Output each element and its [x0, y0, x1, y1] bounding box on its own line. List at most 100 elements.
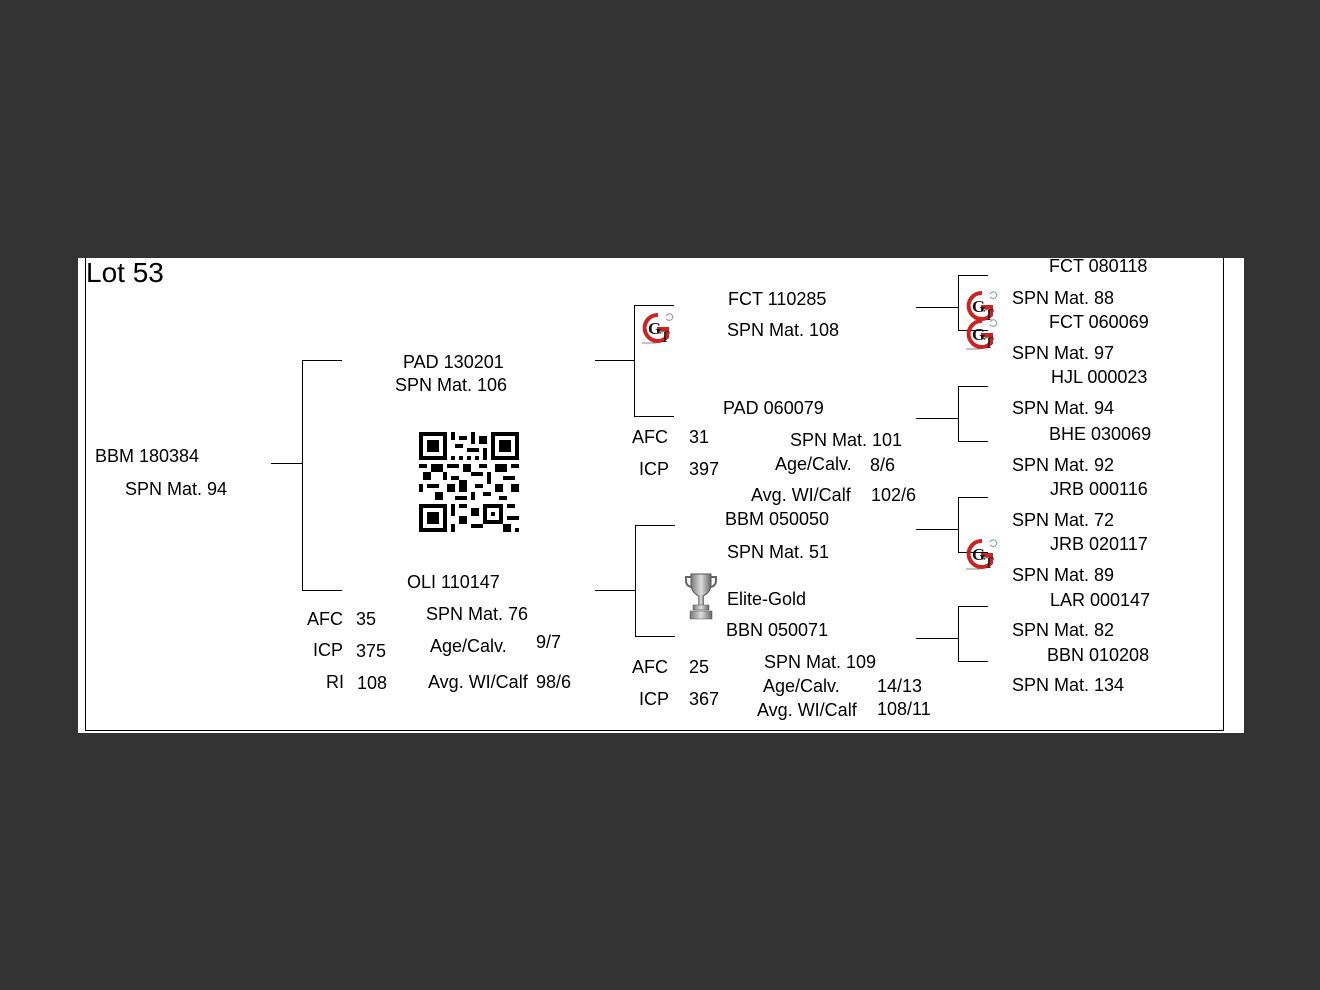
dd-age-label: Age/Calv.: [763, 676, 840, 696]
gen3-spn-6: SPN Mat. 89: [1012, 565, 1115, 585]
gen3-id-7: LAR 000147: [1050, 590, 1151, 610]
svg-text:T: T: [660, 329, 670, 346]
dd-afc-label: AFC: [632, 657, 668, 677]
ss-id: FCT 110285: [728, 289, 827, 309]
connector: [916, 307, 958, 308]
svg-text:G: G: [972, 545, 985, 564]
gen3-spn-3: SPN Mat. 94: [1012, 398, 1115, 418]
gen3-spn-5: SPN Mat. 72: [1012, 510, 1115, 530]
connector: [595, 360, 634, 361]
connector: [958, 497, 959, 552]
sd-icp-label: ICP: [639, 459, 670, 479]
gt-genotyped-icon: G T: [966, 290, 998, 324]
sd-wi-value: 102/6: [871, 485, 917, 505]
dam-id: OLI 110147: [407, 572, 500, 592]
gen3-id-6: JRB 020117: [1050, 534, 1148, 554]
gen3-spn-2: SPN Mat. 97: [1012, 343, 1115, 363]
dam-icp-label: ICP: [313, 640, 344, 660]
gen3-id-1: FCT 080118: [1049, 256, 1148, 276]
sire-id: PAD 130201: [403, 352, 504, 372]
gt-genotyped-icon: G T: [966, 318, 998, 352]
svg-text:G: G: [972, 325, 985, 344]
dam-spn: SPN Mat. 76: [426, 604, 529, 624]
gen3-id-8: BBN 010208: [1047, 645, 1150, 665]
svg-text:T: T: [984, 335, 994, 352]
connector: [958, 275, 959, 330]
connector: [958, 497, 988, 498]
connector: [958, 386, 988, 387]
connector: [634, 416, 674, 417]
gen3-id-3: HJL 000023: [1051, 367, 1148, 387]
dam-age-label: Age/Calv.: [430, 636, 507, 656]
sd-afc-label: AFC: [632, 427, 668, 447]
animal-spn: SPN Mat. 94: [125, 479, 228, 499]
dam-ri-value: 108: [357, 673, 388, 693]
dd-afc-value: 25: [689, 657, 710, 677]
sd-wi-label: Avg. WI/Calf: [751, 485, 851, 505]
dam-icp-value: 375: [356, 641, 387, 661]
sd-spn: SPN Mat. 101: [790, 430, 903, 450]
sire-spn: SPN Mat. 106: [395, 375, 508, 395]
gen3-spn-1: SPN Mat. 88: [1012, 288, 1115, 308]
dam-afc-value: 35: [356, 609, 377, 629]
ds-id: BBM 050050: [725, 509, 830, 529]
connector: [916, 529, 958, 530]
connector: [958, 606, 988, 607]
gen3-spn-8: SPN Mat. 134: [1012, 675, 1125, 695]
gt-genotyped-icon: G T: [642, 312, 674, 346]
gen3-spn-7: SPN Mat. 82: [1012, 620, 1115, 640]
dd-wi-label: Avg. WI/Calf: [757, 700, 857, 720]
pedigree-card: Lot 53 BBM 180384 SPN Mat. 94 PAD 130201…: [78, 256, 1244, 733]
animal-id: BBM 180384: [95, 446, 200, 466]
gen3-spn-4: SPN Mat. 92: [1012, 455, 1115, 475]
gen3-id-4: BHE 030069: [1049, 424, 1152, 444]
dam-ri-label: RI: [326, 672, 344, 692]
dam-wi-value: 98/6: [536, 672, 572, 692]
connector: [634, 305, 635, 417]
svg-text:G: G: [972, 297, 985, 316]
dd-id: BBN 050071: [726, 620, 829, 640]
sd-age-value: 8/6: [870, 455, 896, 475]
dam-afc-label: AFC: [307, 609, 343, 629]
connector: [302, 360, 342, 361]
connector: [302, 590, 342, 591]
ds-spn: SPN Mat. 51: [727, 542, 830, 562]
dd-spn: SPN Mat. 109: [764, 652, 877, 672]
connector: [302, 360, 303, 591]
dam-age-value: 9/7: [536, 632, 562, 652]
connector: [958, 275, 988, 276]
sd-age-label: Age/Calv.: [775, 454, 852, 474]
connector: [635, 525, 636, 637]
connector: [595, 590, 635, 591]
connector: [958, 606, 959, 661]
sd-afc-value: 31: [689, 427, 710, 447]
connector: [958, 386, 959, 441]
connector: [916, 638, 958, 639]
gen3-id-2: FCT 060069: [1049, 312, 1149, 332]
ss-spn: SPN Mat. 108: [727, 320, 840, 340]
dd-wi-value: 108/11: [877, 699, 931, 719]
connector: [634, 305, 674, 306]
connector: [958, 330, 988, 331]
dd-award: Elite-Gold: [727, 589, 807, 609]
lot-title: Lot 53: [86, 257, 164, 288]
connector: [916, 418, 958, 419]
connector: [958, 661, 988, 662]
connector: [271, 463, 302, 464]
card-frame: [85, 258, 1224, 731]
qr-code: [419, 432, 519, 532]
gen3-id-5: JRB 000116: [1050, 479, 1148, 499]
connector: [635, 636, 675, 637]
svg-text:T: T: [984, 555, 994, 572]
connector: [958, 441, 988, 442]
dd-icp-label: ICP: [639, 689, 670, 709]
connector: [635, 525, 675, 526]
svg-text:G: G: [648, 319, 661, 338]
sd-id: PAD 060079: [723, 398, 824, 418]
sd-icp-value: 397: [689, 459, 720, 479]
dam-wi-label: Avg. WI/Calf: [428, 672, 528, 692]
dd-icp-value: 367: [689, 689, 720, 709]
connector: [958, 552, 988, 553]
trophy-icon: [685, 573, 717, 620]
svg-text:T: T: [984, 307, 994, 324]
